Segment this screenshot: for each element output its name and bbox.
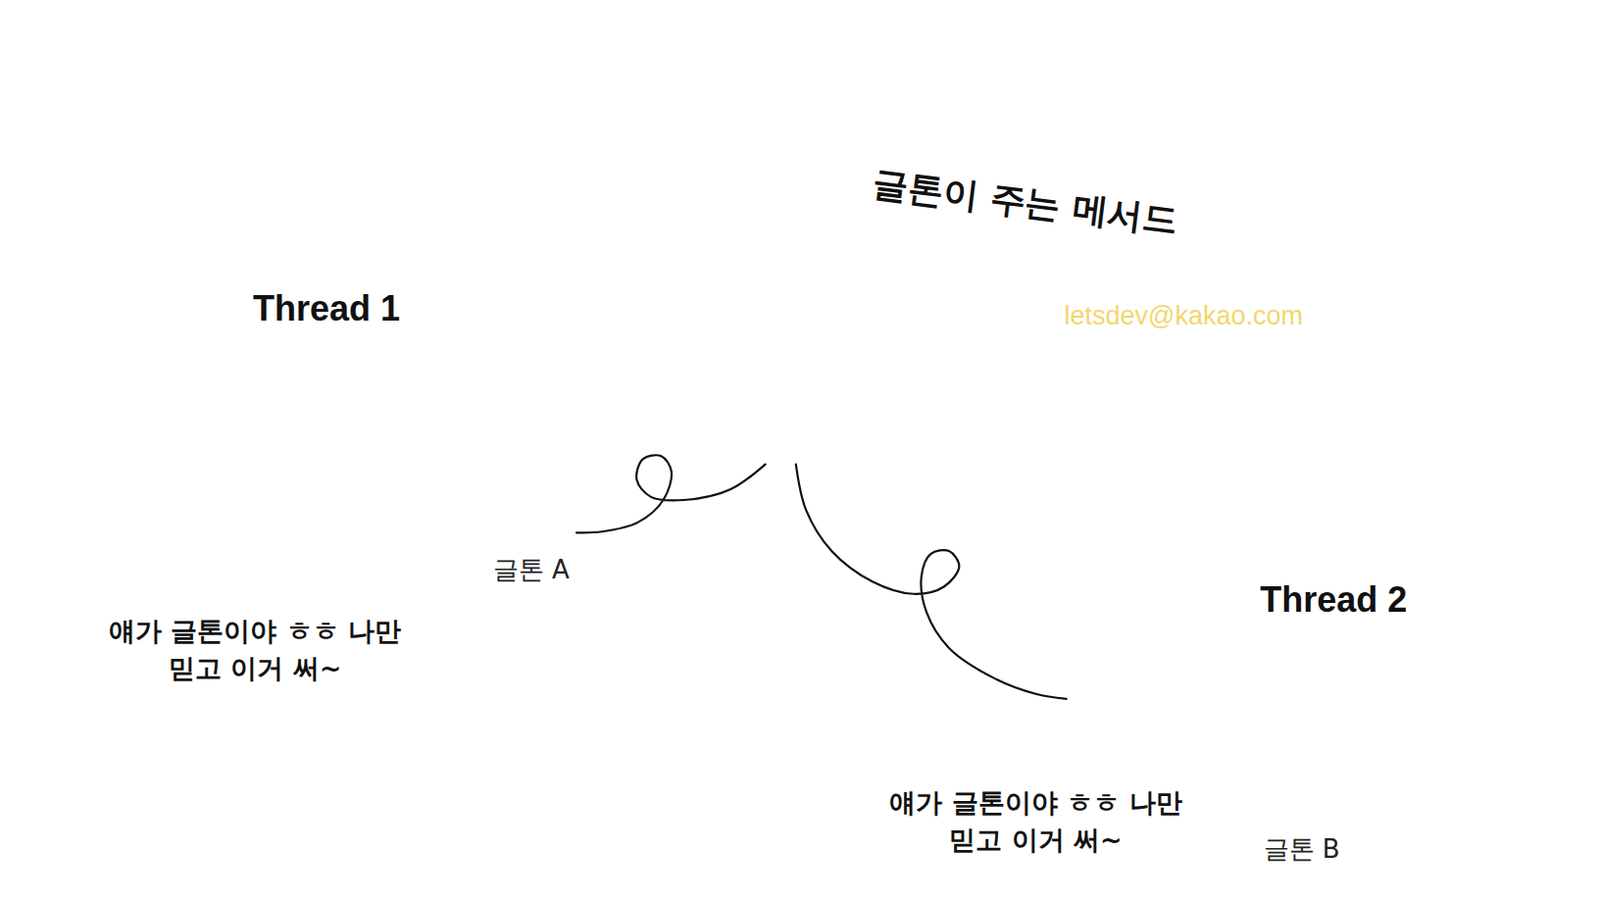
- shape-part: [420, 530, 443, 561]
- shape-part: [1103, 397, 1448, 741]
- shape-part: [453, 433, 475, 464]
- shape-part: [420, 530, 443, 561]
- node-title: 글톤이 주는 메서드: [870, 162, 1181, 243]
- bubble-text: 얘가 글톤이야 ㅎㅎ 나만 믿고 이거 써~: [107, 612, 402, 688]
- shape-part: [719, 371, 843, 502]
- figure-label: 글톤 B: [1263, 834, 1341, 865]
- shape-part: [348, 423, 383, 458]
- figure-label: 글톤 A: [493, 554, 570, 586]
- shape-part: [1301, 748, 1337, 783]
- speech-bubble: 얘가 글톤이야 ㅎㅎ 나만 믿고 이거 써~: [861, 765, 1209, 878]
- cable-wire: [796, 464, 1067, 700]
- shape-part: [500, 498, 556, 507]
- shape-part: [423, 458, 505, 531]
- shape-part: [210, 103, 554, 448]
- node-title: Thread 2: [1259, 578, 1407, 621]
- shape-part: [498, 520, 549, 539]
- thread-sphere: Thread 2: [1101, 395, 1451, 745]
- method-box: 글톤이 주는 메서드 letsdev@kakao.com: [694, 86, 1368, 510]
- shape-part: [398, 436, 416, 498]
- shape-part: [1316, 703, 1334, 721]
- shape-part: [864, 738, 1212, 882]
- shape-part: [500, 498, 556, 507]
- shape-part: [465, 424, 485, 444]
- shape-part: [1407, 710, 1429, 742]
- shape-part: [348, 470, 383, 505]
- shape-part: [697, 91, 1361, 257]
- shape-part: [1451, 798, 1502, 816]
- shape-part: [805, 305, 929, 433]
- shape-part: [1258, 695, 1510, 849]
- shape-part: [1374, 807, 1397, 839]
- shape-part: [453, 433, 475, 464]
- shape-part: [1386, 829, 1405, 849]
- gleton-figure: 글톤 B: [1066, 673, 1516, 883]
- cable-wire: [576, 454, 766, 533]
- shape-part: [861, 734, 1209, 878]
- shape-part: [1301, 700, 1337, 736]
- shape-part: [417, 476, 450, 509]
- box-shape: [694, 86, 1368, 510]
- shape-part: [52, 558, 457, 706]
- sphere-shape: [208, 101, 558, 451]
- sphere-shape: [1101, 395, 1451, 745]
- node-title: Thread 1: [252, 288, 400, 331]
- shape-part: [1316, 750, 1334, 768]
- bubble-text: 얘가 글톤이야 ㅎㅎ 나만 믿고 이거 써~: [888, 784, 1183, 859]
- bubble-shape: [52, 594, 457, 706]
- shape-part: [729, 381, 832, 492]
- shape-part: [432, 551, 451, 571]
- shape-part: [304, 417, 556, 571]
- shape-part: [361, 426, 379, 444]
- shape-part: [1419, 701, 1439, 721]
- shape-part: [1258, 695, 1374, 810]
- shape-part: [361, 473, 379, 491]
- shape-part: [1451, 798, 1502, 816]
- shape-part: [1407, 710, 1429, 742]
- shape-part: [1453, 775, 1510, 785]
- email-pill: letsdev@kakao.com: [1006, 288, 1360, 346]
- shape-part: [498, 520, 549, 539]
- thread-sphere: Thread 1: [208, 101, 558, 451]
- shape-part: [1007, 289, 1359, 345]
- shape-part: [1351, 714, 1370, 776]
- email-text: letsdev@kakao.com: [1064, 300, 1304, 332]
- gleton-figure: 글톤 A: [300, 413, 577, 598]
- shape-part: [55, 562, 460, 710]
- shape-part: [1374, 807, 1397, 839]
- shape-part: [1371, 753, 1404, 787]
- shape-part: [742, 319, 907, 488]
- bubble-shape: [861, 765, 1209, 878]
- shape-part: [304, 417, 420, 533]
- shape-part: [1453, 775, 1510, 785]
- speech-bubble: 얘가 글톤이야 ㅎㅎ 나만 믿고 이거 써~: [52, 594, 457, 706]
- shape-part: [1377, 736, 1459, 808]
